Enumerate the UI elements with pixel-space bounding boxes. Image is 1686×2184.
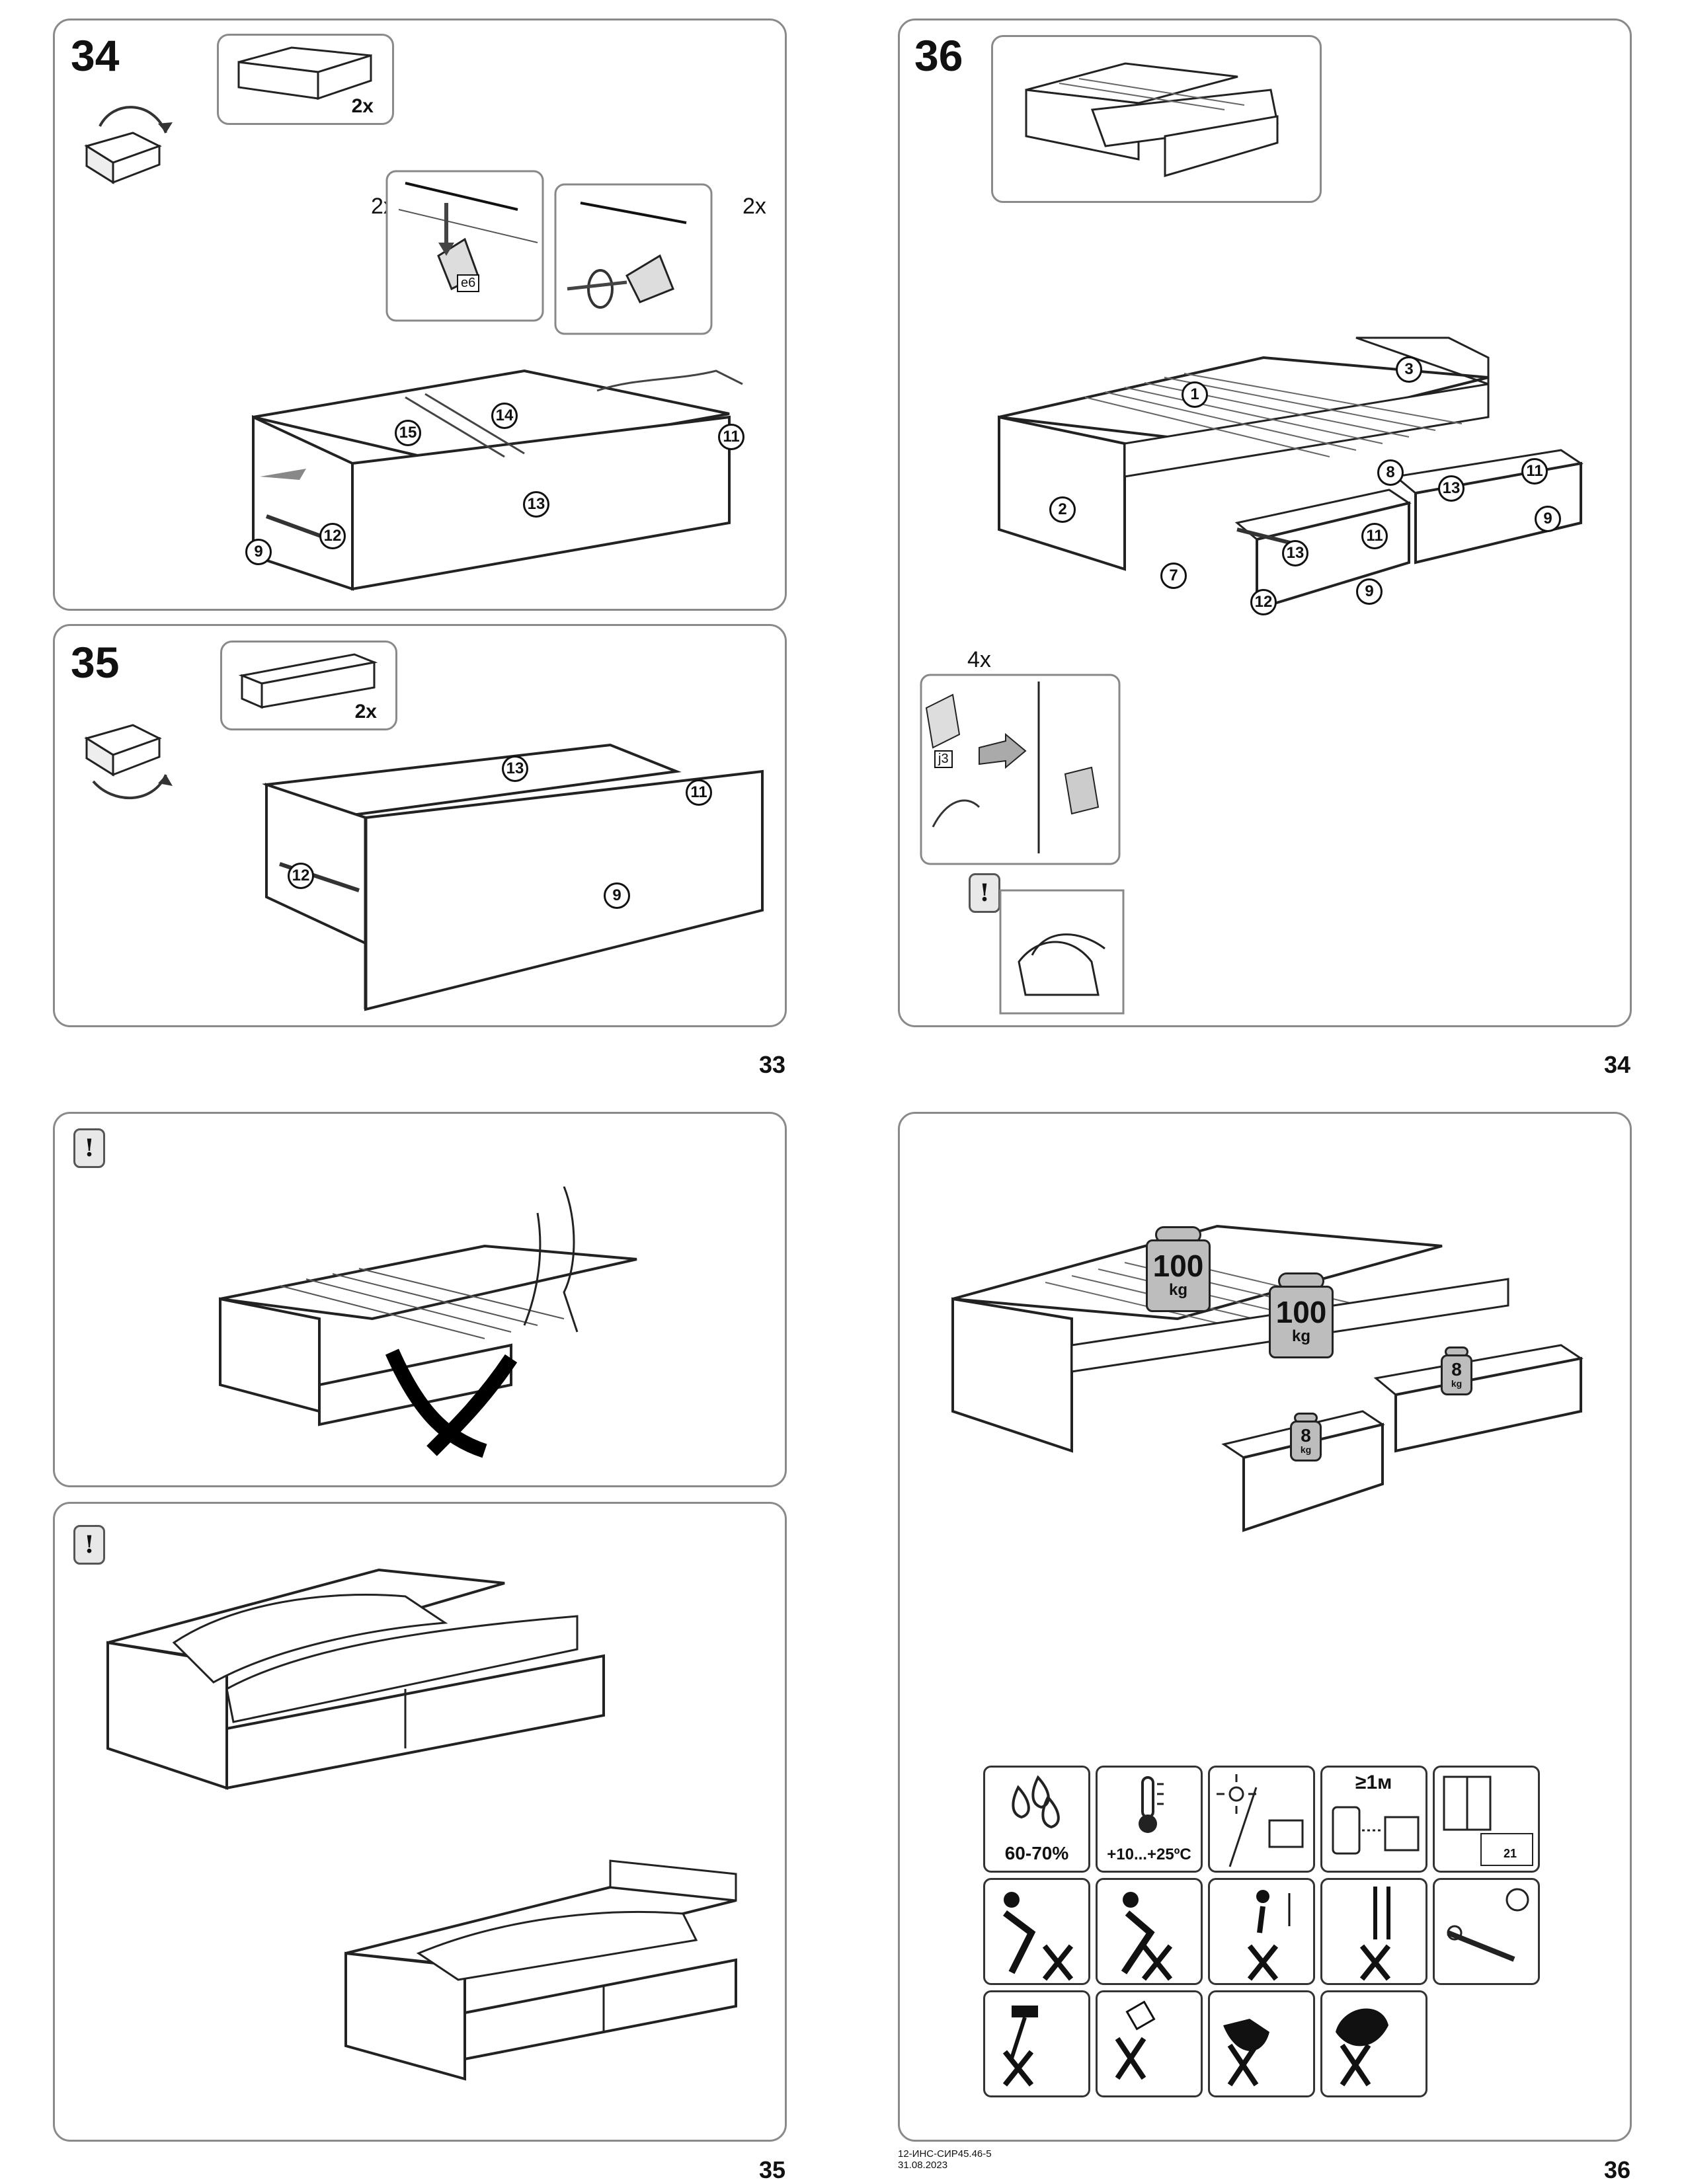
part-12-callout: 12	[1250, 589, 1277, 615]
no-hammering-icon	[983, 1990, 1090, 2097]
part-13-callout: 13	[1282, 540, 1308, 566]
weight-limit-badge: 8 kg	[1441, 1354, 1472, 1395]
screw-detail-left	[385, 170, 544, 322]
part-11-callout: 11	[1521, 458, 1548, 485]
part-13-callout: 13	[502, 756, 528, 782]
part-9-callout: 9	[604, 882, 630, 909]
quantity-label: 2x	[351, 95, 374, 117]
detail-right-quantity: 2x	[743, 194, 766, 219]
warning-icon: !	[73, 1128, 105, 1168]
part-9-callout: 9	[1535, 506, 1561, 532]
no-lifting-alone-icon	[983, 1878, 1090, 1985]
bed-thumbnail	[991, 35, 1322, 203]
step-35-panel: 35 2x 13 11 12 9	[53, 624, 787, 1027]
tighten-screws-periodically-icon	[1433, 1878, 1540, 1985]
weight-limit-badge: 8 kg	[1290, 1421, 1322, 1462]
page-number: 33	[759, 1051, 786, 1078]
part-13-callout: 13	[523, 491, 549, 518]
no-jumping-icon	[1208, 1878, 1315, 1985]
flip-drawer-icon	[84, 724, 173, 800]
warning-panel-mattress: !	[53, 1502, 787, 2142]
drawer-thumbnail: 2x	[220, 641, 397, 730]
no-liquids-icon	[1096, 1990, 1203, 2097]
page-number: 35	[759, 2156, 786, 2183]
bed-assembly-illustration	[998, 336, 1584, 611]
part-9-callout: 9	[245, 539, 272, 565]
fitting-j3-tag: j3	[934, 750, 953, 768]
clean-hands-illustration	[999, 889, 1125, 1015]
page-number: 34	[1604, 1051, 1631, 1078]
no-heat-source-icon	[1320, 1990, 1427, 2097]
part-7-callout: 7	[1160, 563, 1187, 589]
temperature-icon: +10...+25ºC	[1096, 1766, 1203, 1873]
drawer-with-front-illustration	[262, 743, 764, 1011]
load-and-care-panel: 100 kg 100 kg 8 kg 8 kg 60-70% +10...+25…	[898, 1112, 1632, 2142]
runner-insert-detail	[920, 674, 1121, 865]
part-2-callout: 2	[1049, 496, 1076, 523]
part-12-callout: 12	[288, 863, 314, 889]
no-pushing-icon	[1096, 1878, 1203, 1985]
water-drops-icon	[1012, 1775, 1060, 1829]
flip-drawer-icon	[84, 106, 173, 184]
document-code: 12-ИНС-СИР45.46-5 31.08.2023	[898, 2148, 992, 2171]
step-36-panel: 36 1 3 2 8 13 11 9 7 13 11 12 9	[898, 19, 1632, 1027]
distance-from-heater-icon: ≥1м	[1320, 1766, 1427, 1873]
window-calendar-icon	[1443, 1775, 1533, 1866]
warning-icon: !	[73, 1525, 105, 1565]
drawer-illustration	[238, 653, 378, 709]
temperature-label: +10...+25ºC	[1107, 1846, 1191, 1863]
part-13-callout: 13	[1438, 475, 1465, 502]
double-bed-with-mattresses-illustration	[106, 1568, 605, 1790]
part-11-callout: 11	[686, 779, 712, 806]
step-number: 35	[71, 638, 120, 687]
step-number: 34	[71, 31, 120, 80]
part-1-callout: 1	[1182, 381, 1208, 408]
humidity-label: 60-70%	[1004, 1843, 1069, 1863]
no-standing-in-drawer-illustration	[219, 1187, 637, 1458]
bed-with-drawers-illustration	[1025, 62, 1279, 178]
quantity-label: 2x	[354, 701, 377, 722]
part-3-callout: 3	[1396, 356, 1422, 383]
calendar-day: 21	[1504, 1847, 1517, 1860]
drawer-thumbnail: 2x	[217, 34, 394, 125]
warning-icon: !	[969, 873, 1000, 913]
part-14-callout: 14	[491, 403, 518, 429]
radiator-icon	[1332, 1806, 1420, 1855]
part-11-callout: 11	[1361, 523, 1388, 549]
weight-limit-badge: 100 kg	[1269, 1286, 1334, 1358]
drawer-assembly-illustration	[252, 369, 743, 591]
distance-label: ≥1м	[1355, 1772, 1392, 1793]
weight-limit-badge: 100 kg	[1146, 1239, 1211, 1312]
fitting-e6-tag: e6	[457, 274, 480, 292]
detail-quantity: 4x	[962, 647, 996, 673]
bed-load-illustration	[951, 1224, 1584, 1532]
single-bed-with-mattress-illustration	[344, 1859, 737, 2081]
screw-detail-right	[554, 183, 713, 335]
part-12-callout: 12	[319, 523, 346, 549]
no-direct-sunlight-icon	[1208, 1766, 1315, 1873]
step-number: 36	[914, 31, 963, 80]
part-8-callout: 8	[1377, 459, 1404, 486]
no-sharp-objects-icon	[1208, 1990, 1315, 2097]
sun-icon	[1217, 1774, 1304, 1867]
page-number: 36	[1604, 2156, 1631, 2183]
part-11-callout: 11	[718, 424, 744, 450]
drawer-illustration	[237, 46, 372, 100]
warning-panel-drawer: !	[53, 1112, 787, 1487]
part-15-callout: 15	[395, 420, 421, 446]
thermometer-icon	[1139, 1776, 1164, 1833]
humidity-icon: 60-70%	[983, 1766, 1090, 1873]
part-9-callout: 9	[1356, 578, 1383, 605]
acclimatize-icon: 21	[1433, 1766, 1540, 1873]
step-34-panel: 34 2x 2x e6 2x	[53, 19, 787, 611]
no-standing-icon	[1320, 1878, 1427, 1985]
